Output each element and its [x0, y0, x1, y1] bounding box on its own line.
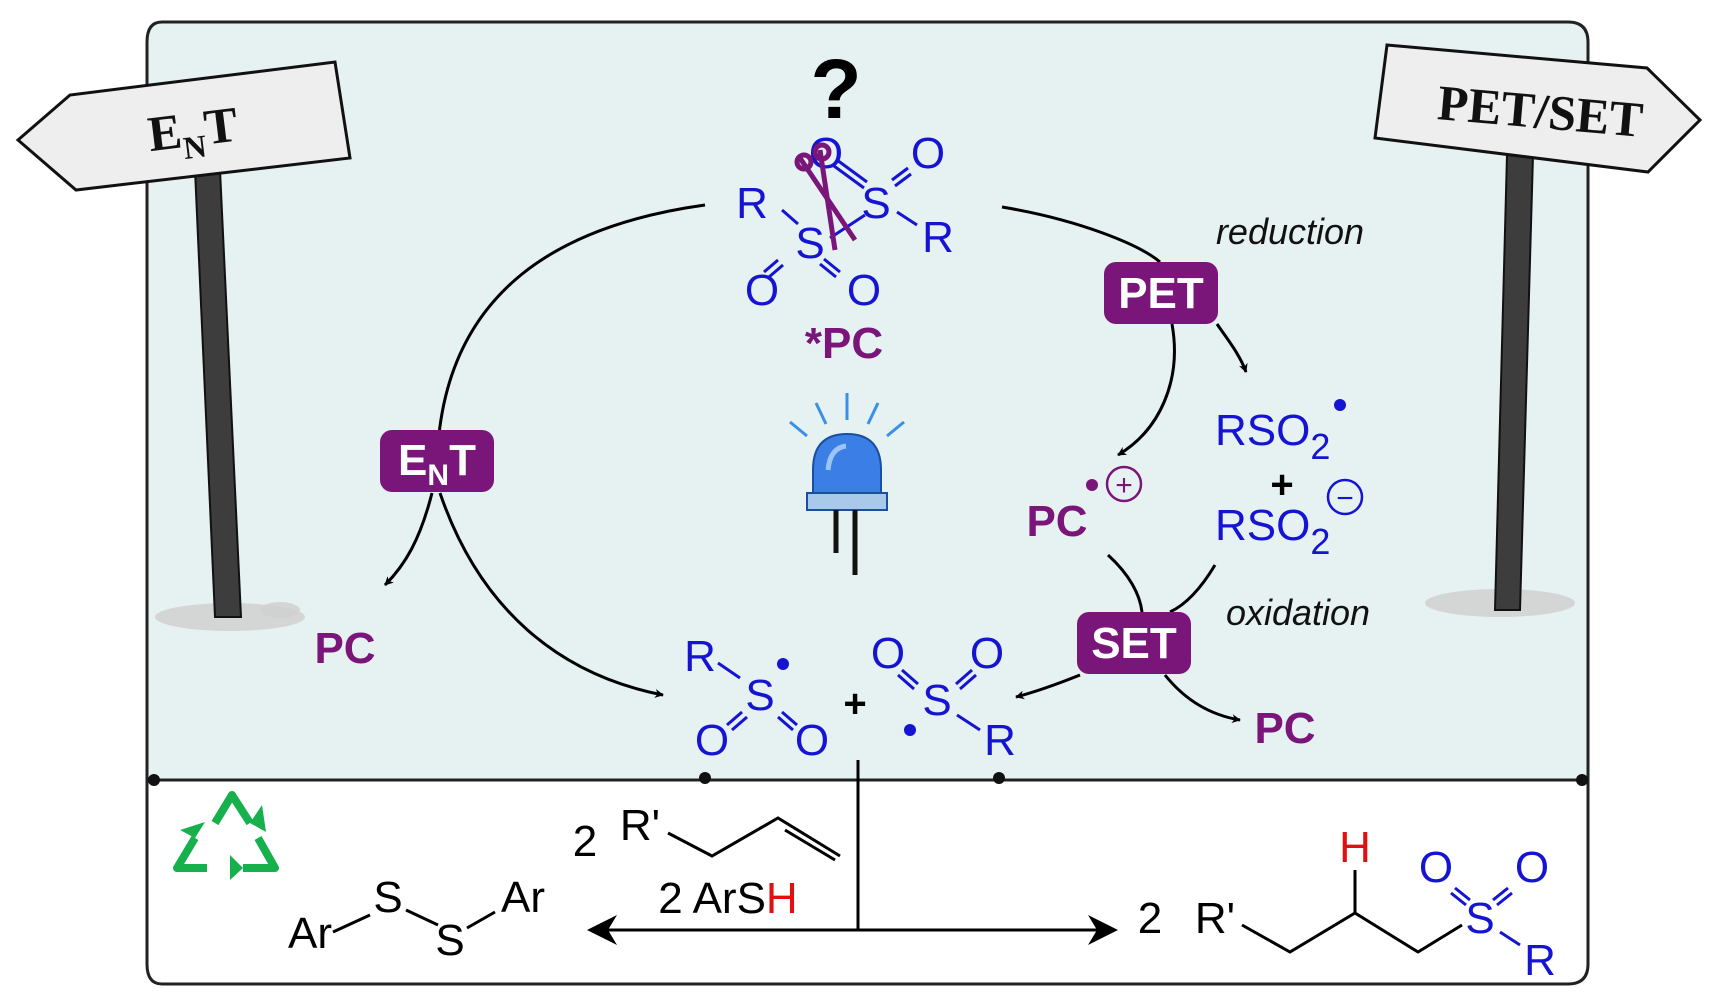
- reagent-r-right: R: [922, 213, 954, 262]
- pet-badge-label: PET: [1118, 269, 1204, 318]
- rso2-anion: RSO2: [1215, 501, 1330, 562]
- product-r: R: [1524, 936, 1556, 985]
- alkene-reagent: 2 R': [573, 801, 841, 866]
- label-oxidation: oxidation: [1226, 592, 1370, 633]
- ent-badge: [380, 430, 494, 492]
- disulfide-byproduct: Ar S S Ar: [288, 873, 545, 965]
- rso2-anion-subscript: 2: [1310, 521, 1330, 562]
- arrow-pet-to-pc-cation: [1117, 323, 1176, 457]
- reagent-s-upper: S: [861, 179, 890, 228]
- sulfonyl-radical-right: O O S R: [871, 629, 1016, 765]
- alkene-rprime: R': [620, 801, 660, 850]
- label-reduction: reduction: [1216, 211, 1364, 252]
- product-rprime: R': [1195, 894, 1235, 943]
- anion-charge-sign: −: [1336, 482, 1354, 515]
- left-sign-main: E: [145, 102, 185, 162]
- plus-radicals: +: [843, 682, 866, 726]
- pet-badge: [1104, 262, 1218, 324]
- radical-right-r: R: [984, 716, 1016, 765]
- panel-corner-dot-right: [1576, 774, 1588, 786]
- sulfone-product: 2 R' H S O O R: [1138, 823, 1556, 985]
- product-o-left: O: [1419, 843, 1453, 892]
- set-badge: [1077, 612, 1191, 674]
- panel-dot-mid-left: [699, 772, 711, 784]
- disulfide-s-left: S: [373, 873, 402, 922]
- thiol-prefix: 2 ArS: [658, 874, 766, 923]
- reagent-o-bottom-right: O: [847, 266, 881, 315]
- rso2-radical-subscript: 2: [1310, 426, 1330, 467]
- blue-led-icon: [789, 393, 905, 575]
- pc-radical-cation: PC: [1026, 497, 1087, 546]
- ent-badge-sub: N: [427, 459, 449, 492]
- arrow-ent-to-radicals: [438, 492, 664, 698]
- radical-left-r: R: [684, 632, 716, 681]
- arrow-reagent-to-pet: [1001, 205, 1161, 264]
- product-o-right: O: [1515, 843, 1549, 892]
- left-sign-tail: T: [201, 96, 241, 156]
- cation-charge-circle: [1105, 465, 1143, 503]
- recycle-icon: [173, 791, 279, 880]
- rso2-radical-dot: [1334, 399, 1346, 411]
- panel-dot-mid-right: [993, 772, 1005, 784]
- arrow-anion-to-set: [1169, 564, 1217, 614]
- scissors-icon: [794, 142, 858, 251]
- disulfide-ar-left: Ar: [288, 909, 332, 958]
- plus-species: +: [1270, 463, 1293, 507]
- arrow-pc-cation-to-set: [1106, 553, 1144, 613]
- radical-right-o2: O: [970, 629, 1004, 678]
- reagent-r-left: R: [736, 179, 768, 228]
- radical-left-o1: O: [695, 716, 729, 765]
- svg-text:ENT: ENT: [145, 96, 242, 170]
- product-s: S: [1465, 894, 1494, 943]
- arrow-ent-to-pc: [383, 492, 434, 587]
- reagent-s-lower: S: [795, 219, 824, 268]
- product-h: H: [1339, 823, 1371, 872]
- pc-right: PC: [1254, 704, 1315, 753]
- arrow-set-to-pc: [1163, 674, 1241, 724]
- thiol-h: H: [766, 874, 798, 923]
- radical-left-s: S: [745, 671, 774, 720]
- pc-left: PC: [314, 624, 375, 673]
- rso2-radical-text: RSO: [1215, 406, 1310, 455]
- radical-right-o1: O: [871, 629, 905, 678]
- question-mark: ?: [810, 42, 861, 136]
- rso2-radical: RSO2: [1215, 406, 1330, 467]
- radical-right-s: S: [922, 676, 951, 725]
- bottom-panel: [145, 778, 1590, 986]
- sulfonyl-radical-left: R S O O: [684, 632, 829, 765]
- right-signpost: PET/SET: [1373, 43, 1703, 617]
- left-sign-sub: N: [181, 127, 208, 166]
- anion-charge-circle: [1326, 478, 1364, 516]
- arrow-pet-to-rso2-radical: [1215, 323, 1248, 373]
- left-signpost: ENT: [15, 60, 352, 631]
- svg-text:ENT: ENT: [398, 436, 476, 492]
- ent-badge-main: E: [398, 436, 427, 485]
- arrow-reagent-to-ent: [436, 203, 706, 446]
- ent-sign-board: [15, 60, 352, 192]
- disulfide-s-right: S: [435, 916, 464, 965]
- product-coefficient: 2: [1138, 894, 1162, 943]
- pc-radical-dot: [1086, 479, 1098, 491]
- arrow-set-to-radical: [1015, 673, 1081, 700]
- reagent-o-top-right: O: [911, 129, 945, 178]
- reagent-o-bottom-left: O: [745, 266, 779, 315]
- rso2-anion-text: RSO: [1215, 501, 1310, 550]
- petset-sign-board: [1373, 43, 1703, 174]
- set-badge-label: SET: [1091, 619, 1177, 668]
- alkene-coefficient: 2: [573, 817, 597, 866]
- disulfide-ar-right: Ar: [501, 873, 545, 922]
- panel-corner-dot-left: [148, 774, 160, 786]
- radical-left-o2: O: [795, 716, 829, 765]
- ent-badge-tail: T: [449, 436, 476, 485]
- cation-charge-sign: +: [1115, 469, 1133, 502]
- thiol-reagent: 2 ArSH: [658, 874, 797, 923]
- excited-photocatalyst: *PC: [805, 319, 883, 368]
